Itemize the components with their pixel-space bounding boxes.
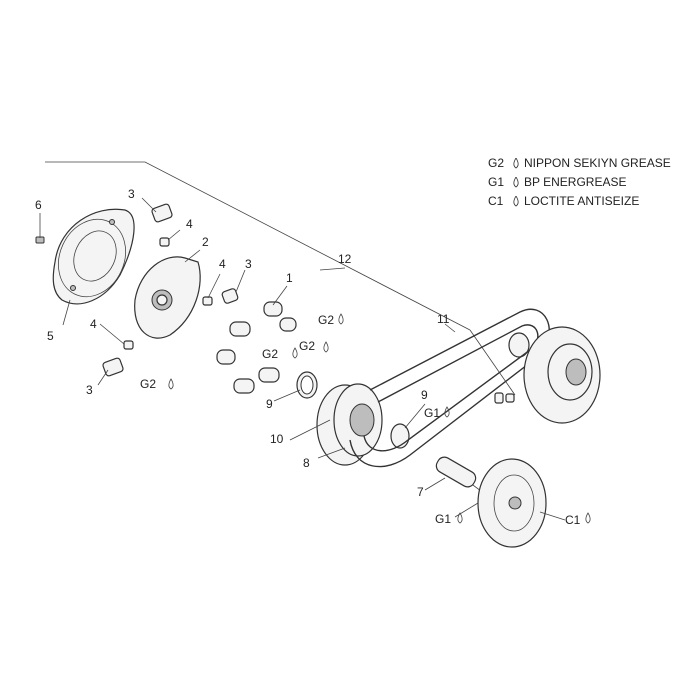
clutch-pulley-part-8 bbox=[316, 383, 383, 466]
callout-4: 4 bbox=[186, 217, 193, 231]
callout-g2: G2 bbox=[140, 377, 157, 391]
roller-part-1 bbox=[216, 301, 297, 394]
callout-1: 1 bbox=[286, 271, 293, 285]
callout-3: 3 bbox=[128, 187, 135, 201]
guide-part-4 bbox=[123, 237, 213, 350]
callout-c1: C1 bbox=[565, 513, 581, 527]
legend-row-c1: C1 LOCTITE ANTISEIZE bbox=[488, 195, 639, 207]
callout-9: 9 bbox=[266, 397, 273, 411]
leader-lines bbox=[39, 197, 566, 521]
callout-g2: G2 bbox=[299, 339, 316, 353]
grease-drop-icon bbox=[513, 157, 519, 168]
callout-10: 10 bbox=[270, 432, 284, 446]
legend-text: BP ENERGREASE bbox=[524, 175, 627, 189]
grease-drop-icon bbox=[513, 176, 519, 187]
callout-6: 6 bbox=[35, 198, 42, 212]
callout-g2: G2 bbox=[318, 313, 335, 327]
cover-plate-part-5 bbox=[52, 208, 135, 305]
grease-drop-icon bbox=[513, 195, 519, 206]
callout-g2: G2 bbox=[262, 347, 279, 361]
slider-part-3 bbox=[102, 203, 239, 377]
callout-3: 3 bbox=[245, 257, 252, 271]
spacer bbox=[494, 392, 515, 404]
callout-8: 8 bbox=[303, 456, 310, 470]
callout-12: 12 bbox=[338, 252, 352, 266]
callout-4: 4 bbox=[219, 257, 226, 271]
callout-7: 7 bbox=[417, 485, 424, 499]
legend-row-g2: G2 NIPPON SEKIYN GREASE bbox=[488, 157, 671, 169]
callout-5: 5 bbox=[47, 329, 54, 343]
legend-text: LOCTITE ANTISEIZE bbox=[524, 194, 640, 208]
legend-row-g1: G1 BP ENERGREASE bbox=[488, 176, 626, 188]
callout-11: 11 bbox=[437, 312, 450, 326]
legend-code: G2 bbox=[488, 156, 505, 170]
grease-drops bbox=[168, 313, 591, 524]
legend-code: G1 bbox=[488, 175, 505, 189]
assembly-line bbox=[45, 161, 471, 331]
callout-3: 3 bbox=[86, 383, 93, 397]
legend-code: C1 bbox=[488, 194, 504, 208]
callout-g1: G1 bbox=[435, 512, 452, 526]
callout-4: 4 bbox=[90, 317, 97, 331]
ramp-plate-part-2 bbox=[134, 256, 201, 339]
callout-9: 9 bbox=[421, 388, 428, 402]
fan-pulley bbox=[477, 458, 547, 548]
bushing-part-7 bbox=[435, 456, 477, 488]
callout-g1: G1 bbox=[424, 406, 441, 420]
legend-text: NIPPON SEKIYN GREASE bbox=[524, 156, 671, 170]
rear-pulley bbox=[523, 326, 601, 424]
callout-2: 2 bbox=[202, 235, 209, 249]
assembly-line bbox=[469, 329, 516, 396]
o-ring-part-9 bbox=[296, 332, 530, 449]
